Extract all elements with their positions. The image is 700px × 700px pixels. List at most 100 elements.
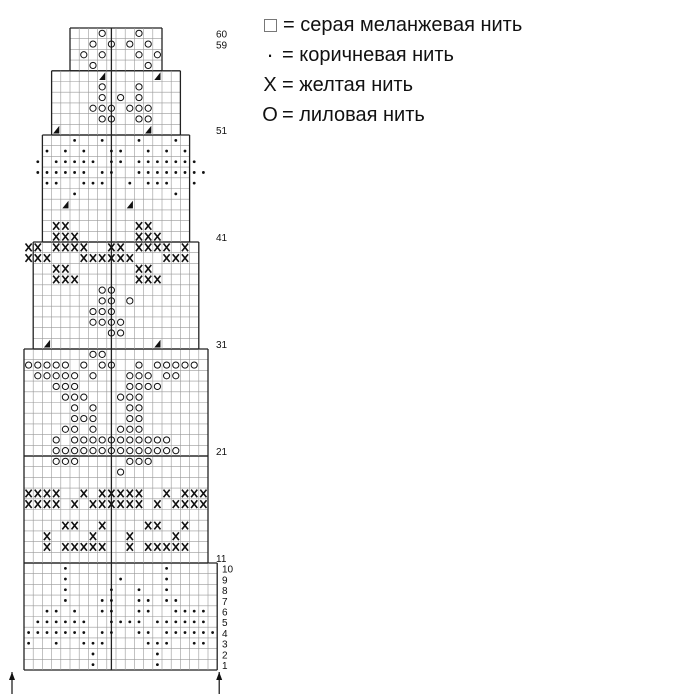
- circle-mark: [34, 361, 42, 369]
- dot-mark: [54, 171, 58, 174]
- circle-mark: [107, 307, 116, 316]
- cross-mark: [181, 242, 189, 252]
- dot-mark: [36, 171, 40, 174]
- circle-mark: [117, 447, 125, 455]
- row-label: 6: [222, 608, 228, 619]
- circle-mark: [61, 372, 70, 380]
- cross-mark: [52, 232, 60, 242]
- dot-mark: [174, 599, 178, 602]
- cross-mark: [144, 221, 152, 231]
- dot-mark: [192, 641, 196, 645]
- cross-mark: [89, 253, 97, 263]
- dot-mark: [128, 620, 132, 624]
- circle-mark: [71, 425, 79, 433]
- cross-mark: [181, 489, 189, 498]
- circle-mark: [144, 447, 152, 455]
- circle-mark: [117, 329, 125, 337]
- cross-mark: [98, 499, 106, 509]
- cross-mark: [144, 242, 152, 252]
- row-label: 21: [216, 447, 228, 458]
- cross-mark: [61, 232, 70, 242]
- circle-mark: [43, 372, 51, 380]
- circle-mark: [52, 457, 60, 465]
- circle-mark: [61, 425, 70, 433]
- cross-mark: [61, 264, 70, 274]
- cross-mark: [162, 489, 171, 498]
- circle-mark: [135, 436, 143, 444]
- dot-mark: [73, 620, 76, 624]
- circle-mark: [144, 115, 152, 123]
- circle-mark: [80, 393, 88, 401]
- dot-mark: [174, 192, 178, 196]
- cross-mark: [43, 499, 51, 509]
- dot-mark: [192, 160, 196, 164]
- cross-mark: [70, 521, 79, 530]
- circle-mark: [98, 436, 106, 444]
- dot-mark: [211, 631, 215, 634]
- dot-mark: [202, 631, 205, 634]
- circle-mark: [126, 297, 134, 305]
- circle-mark: [107, 436, 116, 444]
- dot-mark: [100, 138, 104, 142]
- dot-mark: [73, 631, 76, 634]
- cross-mark: [52, 242, 60, 252]
- circle-mark: [144, 372, 152, 380]
- row-label: 41: [216, 233, 228, 244]
- cross-mark: [172, 531, 180, 541]
- cross-mark: [24, 242, 33, 252]
- cross-mark: [89, 542, 97, 552]
- circle-mark: [172, 361, 180, 369]
- cross-mark: [144, 275, 152, 284]
- dot-mark: [165, 620, 169, 624]
- dot-mark: [146, 599, 150, 602]
- dot-mark: [146, 149, 150, 153]
- cross-mark: [107, 489, 116, 498]
- circle-mark: [98, 318, 106, 326]
- dot-mark: [45, 631, 49, 634]
- circle-mark: [89, 350, 97, 358]
- dot-mark: [174, 171, 178, 174]
- cross-mark: [181, 521, 189, 530]
- circle-mark: [126, 414, 134, 423]
- dot-mark: [174, 160, 178, 164]
- dot-mark: [82, 171, 86, 174]
- dot-mark: [156, 663, 159, 667]
- dot-mark: [45, 149, 49, 153]
- legend-text-lilac: = лиловая нить: [282, 103, 425, 126]
- dot-mark: [183, 631, 187, 634]
- cross-mark: [43, 253, 51, 263]
- circle-mark: [135, 457, 143, 465]
- dot-mark: [110, 149, 113, 153]
- dot-icon: ·: [266, 42, 274, 67]
- circle-mark: [80, 414, 88, 423]
- dot-mark: [54, 160, 58, 164]
- cross-mark: [24, 499, 33, 509]
- cross-mark: [43, 542, 51, 552]
- circle-mark: [153, 382, 161, 391]
- dot-mark: [110, 171, 113, 174]
- dot-mark: [174, 609, 178, 613]
- circle-mark: [61, 393, 70, 401]
- circle-mark: [89, 414, 97, 423]
- dot-mark: [82, 149, 86, 153]
- dot-mark: [165, 181, 169, 185]
- dot-mark: [82, 620, 86, 624]
- cross-mark: [153, 242, 162, 252]
- dot-mark: [54, 609, 58, 613]
- circle-mark: [135, 29, 143, 37]
- dot-mark: [156, 171, 159, 174]
- dot-mark: [73, 138, 76, 142]
- circle-mark: [80, 436, 88, 444]
- circle-mark: [135, 404, 143, 412]
- dot-mark: [54, 620, 58, 624]
- cross-mark: [153, 542, 162, 552]
- dot-mark: [64, 577, 67, 581]
- circle-mark: [107, 40, 116, 48]
- dot-mark: [73, 160, 76, 164]
- dot-mark: [165, 566, 169, 570]
- dot-mark: [202, 609, 205, 613]
- cross-mark: [107, 253, 116, 263]
- cross-mark: [52, 489, 60, 498]
- circle-mark: [107, 361, 116, 369]
- triangle-mark: [99, 72, 106, 80]
